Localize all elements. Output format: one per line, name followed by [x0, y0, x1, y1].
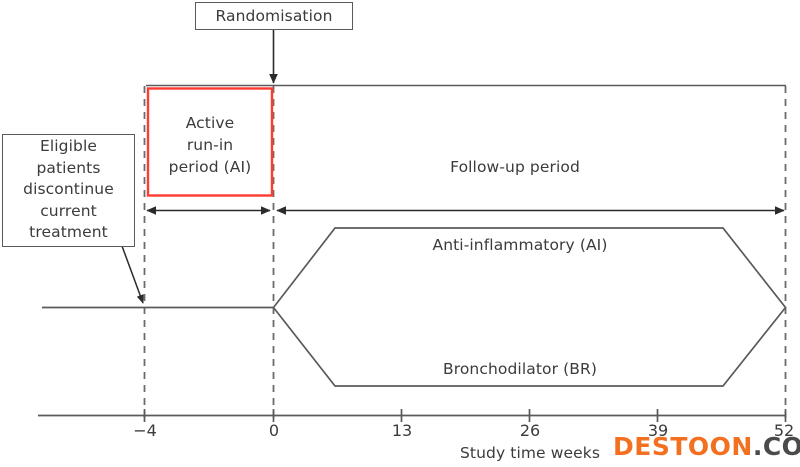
randomisation-box: Randomisation	[195, 2, 353, 30]
eligible-patients-callout-arrow	[121, 245, 144, 304]
bronchodilator-arm-label: Bronchodilator (BR)	[442, 360, 597, 378]
x-axis-ticks	[143, 409, 787, 422]
x-tick-label-minus4: −4	[133, 421, 157, 440]
site-watermark: DESTOON.COM	[613, 432, 800, 461]
follow-up-period-label: Follow-up period	[450, 158, 580, 176]
x-tick-label-52: 52	[773, 421, 795, 440]
watermark-brand-text: DESTOON	[613, 432, 753, 461]
x-axis-title: Study time weeks	[459, 444, 601, 462]
anti-inflammatory-arm-label: Anti-inflammatory (AI)	[432, 236, 608, 254]
x-tick-label-0: 0	[268, 421, 280, 440]
watermark-tld-text: .COM	[752, 432, 800, 461]
x-tick-label-26: 26	[519, 421, 541, 440]
run-in-period-highlight-box	[146, 87, 274, 197]
x-tick-label-39: 39	[647, 421, 669, 440]
run-in-period-label: Active run-in period (AI)	[168, 114, 252, 176]
randomised-arms-hexagon	[272, 227, 787, 387]
eligible-patients-box: Eligible patients discontinue current tr…	[2, 134, 135, 247]
x-tick-label-13: 13	[391, 421, 413, 440]
